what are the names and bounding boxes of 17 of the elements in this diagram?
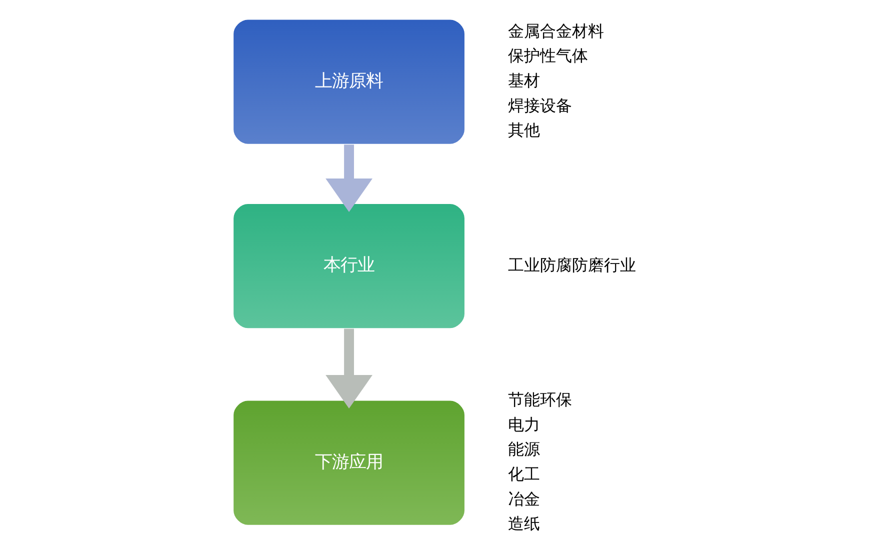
- node-box: 上游原料: [232, 18, 466, 146]
- node-label: 节能环保: [508, 390, 572, 409]
- node-label: 造纸: [508, 514, 540, 534]
- arrow: [326, 144, 372, 212]
- node-label: 基材: [508, 70, 540, 90]
- node-label: 焊接设备: [508, 96, 572, 115]
- node-label: 其他: [508, 120, 540, 140]
- node-label: 能源: [508, 440, 540, 459]
- node-box: 下游应用: [232, 400, 466, 526]
- node-label: 保护性气体: [508, 46, 588, 66]
- node-label: 化工: [508, 464, 540, 484]
- node-label: 工业防腐防磨行业: [508, 255, 636, 274]
- node-label: 电力: [508, 414, 540, 434]
- node-box: 本行业: [232, 202, 466, 330]
- node-label: 冶金: [508, 489, 540, 508]
- node-label: 金属合金材料: [508, 21, 604, 40]
- arrow: [326, 328, 372, 409]
